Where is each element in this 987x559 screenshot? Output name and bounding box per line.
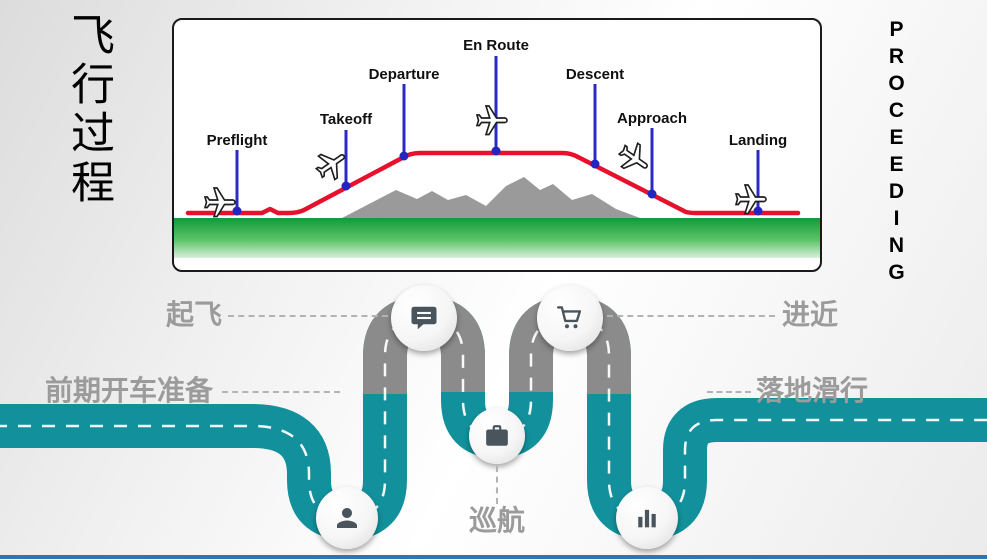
bottom-accent-bar — [0, 555, 987, 559]
phase-label-departure: Departure — [369, 66, 440, 83]
stop-cruise — [469, 408, 525, 464]
phase-label-takeoff: Takeoff — [320, 111, 373, 128]
cart-icon — [556, 306, 582, 329]
leader-line — [496, 466, 498, 504]
leader-line — [707, 391, 751, 393]
stop-landing — [616, 487, 678, 549]
label-approach: 进近 — [782, 299, 839, 330]
leader-line — [607, 315, 775, 317]
phase-label-descent: Descent — [566, 66, 624, 83]
red-flight-path — [185, 150, 801, 216]
stop-approach — [537, 285, 603, 351]
label-cruise: 巡航 — [469, 505, 526, 536]
person-icon — [337, 508, 357, 528]
stop-preparation — [316, 487, 378, 549]
page-title: 飞行过程 — [63, 12, 114, 208]
ground-strip — [174, 218, 820, 258]
phase-label-approach: Approach — [617, 110, 687, 127]
flight-profile-diagram: Preflight Takeoff Departure En Route Des… — [172, 18, 822, 272]
flight-profile-svg: Preflight Takeoff Departure En Route Des… — [174, 37, 820, 258]
leader-line — [222, 391, 340, 393]
stop-takeoff — [391, 285, 457, 351]
label-landing-taxi: 落地滑行 — [756, 375, 869, 406]
mountains — [342, 177, 640, 218]
phase-label-preflight: Preflight — [207, 132, 268, 149]
briefcase-icon — [486, 425, 508, 446]
side-text: PROCEEDING — [885, 18, 908, 288]
bar-chart-icon — [638, 509, 656, 528]
label-preparation: 前期开车准备 — [45, 375, 214, 406]
label-takeoff: 起飞 — [166, 299, 223, 330]
leader-line — [228, 315, 388, 317]
chat-bubble-icon — [411, 306, 437, 330]
phase-label-landing: Landing — [729, 132, 787, 149]
phase-label-enroute: En Route — [463, 37, 529, 54]
